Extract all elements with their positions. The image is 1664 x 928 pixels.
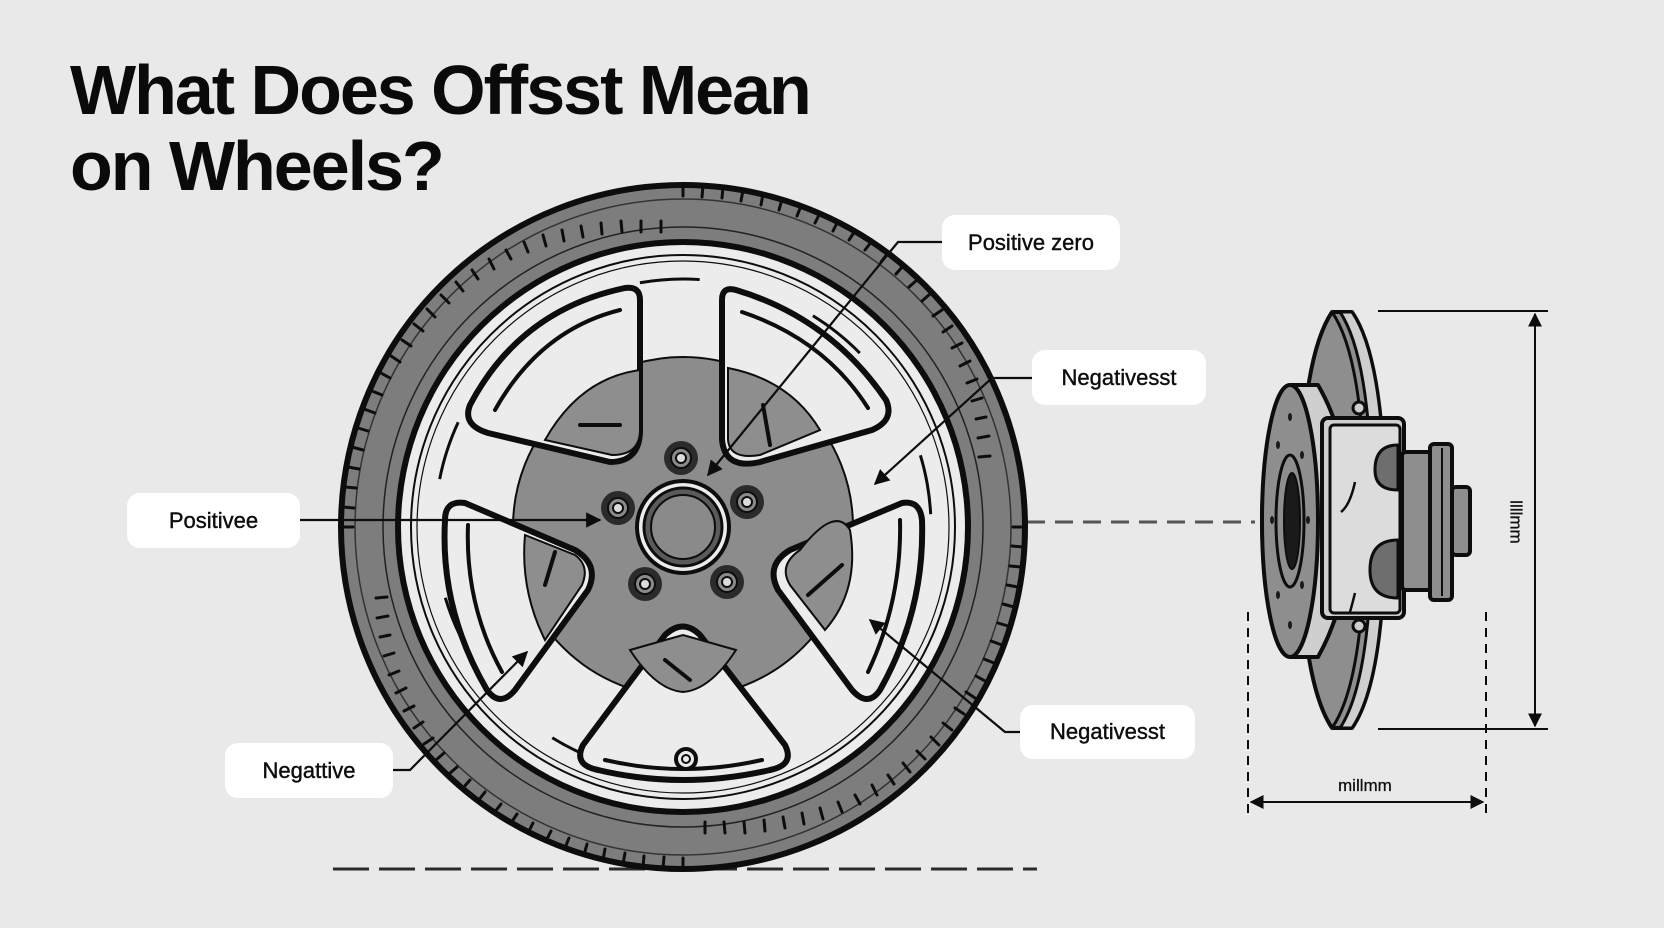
lug-nut-bottom-left bbox=[628, 567, 662, 601]
title-line-1: What Does Offsst Mean bbox=[70, 51, 812, 129]
leader-negativesst-top bbox=[873, 376, 1032, 486]
label-negattive-text: Negattive bbox=[262, 757, 356, 783]
axle-stub bbox=[1400, 442, 1472, 602]
valve-stem bbox=[674, 747, 698, 771]
lug-nut-bottom-right bbox=[710, 565, 744, 599]
lug-nuts bbox=[601, 441, 764, 601]
title-line-2: on Wheels? bbox=[70, 127, 445, 205]
label-positive-zero-text: Positive zero bbox=[968, 229, 1094, 255]
center-hub bbox=[635, 479, 731, 575]
brake-caliper bbox=[1320, 400, 1406, 634]
brake-visible bbox=[523, 366, 854, 694]
dimension-lines bbox=[1247, 310, 1548, 815]
label-positivee-text: Positivee bbox=[168, 507, 259, 533]
tread-notches bbox=[340, 183, 1026, 871]
horizontal-dimension-label: millmm bbox=[1338, 776, 1392, 795]
lug-nut-top bbox=[664, 441, 698, 475]
leader-negativesst-bottom bbox=[868, 619, 1020, 734]
label-negativesst-top: Negativesst bbox=[1032, 350, 1206, 405]
lug-nut-right bbox=[730, 485, 764, 519]
flange-bolt-holes bbox=[1270, 413, 1310, 629]
label-negattive: Negattive bbox=[225, 743, 393, 798]
lug-nut-left bbox=[601, 491, 635, 525]
leader-negattive bbox=[393, 650, 529, 772]
label-negativesst-top-text: Negativesst bbox=[1061, 364, 1177, 390]
opening-bottom bbox=[577, 623, 791, 783]
label-positivee: Positivee bbox=[127, 493, 300, 548]
hub-side-view bbox=[1260, 310, 1472, 730]
leader-lines bbox=[300, 240, 1032, 772]
label-negativesst-bottom-text: Negativesst bbox=[1050, 719, 1165, 744]
label-negativesst-bottom: Negativesst bbox=[1020, 705, 1195, 759]
page-title: What Does Offsst Mean on Wheels? bbox=[70, 51, 812, 205]
opening-lips bbox=[465, 308, 903, 771]
vertical-dimension-label: llllmm bbox=[1506, 500, 1526, 544]
leader-positive-zero bbox=[707, 240, 942, 477]
label-positive-zero: Positive zero bbox=[942, 215, 1120, 270]
